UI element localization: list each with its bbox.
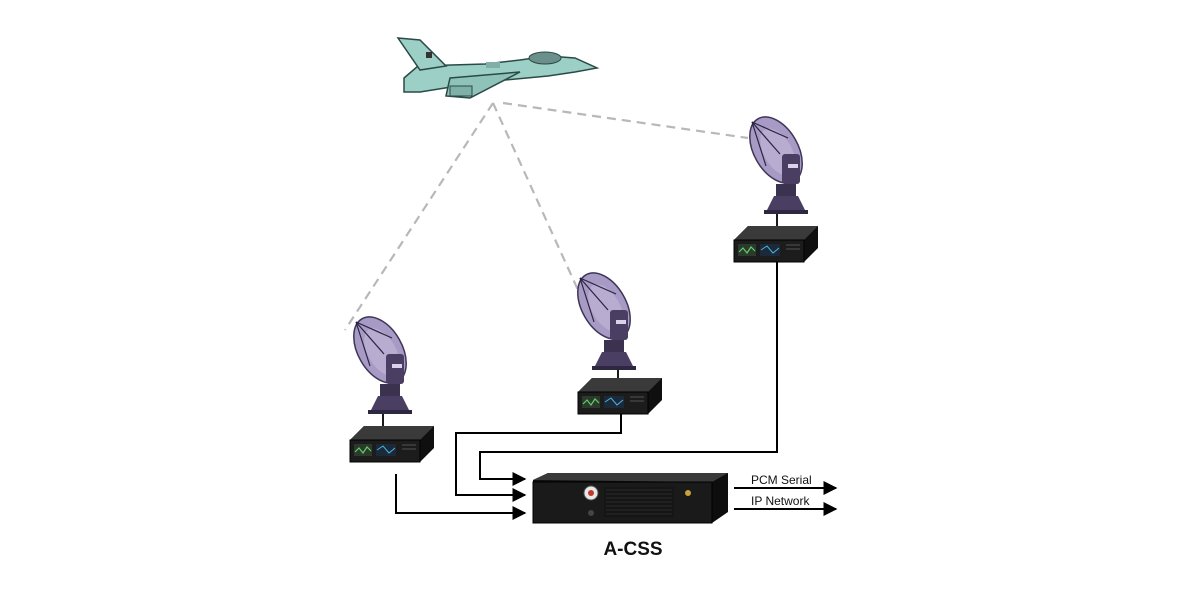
antenna-icon-middle — [566, 263, 642, 371]
antenna-icon-left — [342, 307, 418, 415]
combiner-chassis-icon — [532, 473, 728, 524]
link-to-antenna-right — [502, 101, 749, 140]
antenna-receiver-connectors — [382, 214, 778, 426]
receiver-icon-middle — [577, 377, 663, 415]
receiver-icon-left — [349, 425, 435, 463]
wire-middle-receiver — [455, 414, 622, 502]
ip-network-label: IP Network — [751, 494, 810, 508]
wire-left-receiver — [395, 474, 527, 520]
wire-right-receiver — [479, 262, 778, 486]
link-to-antenna-left — [344, 102, 494, 331]
receiver-wires — [395, 262, 778, 520]
pcm-serial-label: PCM Serial — [751, 473, 812, 487]
wireless-links — [344, 101, 749, 331]
antenna-icon-right — [738, 107, 814, 215]
link-to-antenna-middle — [491, 102, 580, 291]
combiner-label: A-CSS — [603, 539, 662, 560]
output-arrows — [734, 481, 838, 516]
receiver-icon-right — [733, 225, 819, 263]
aircraft-icon — [396, 37, 600, 99]
